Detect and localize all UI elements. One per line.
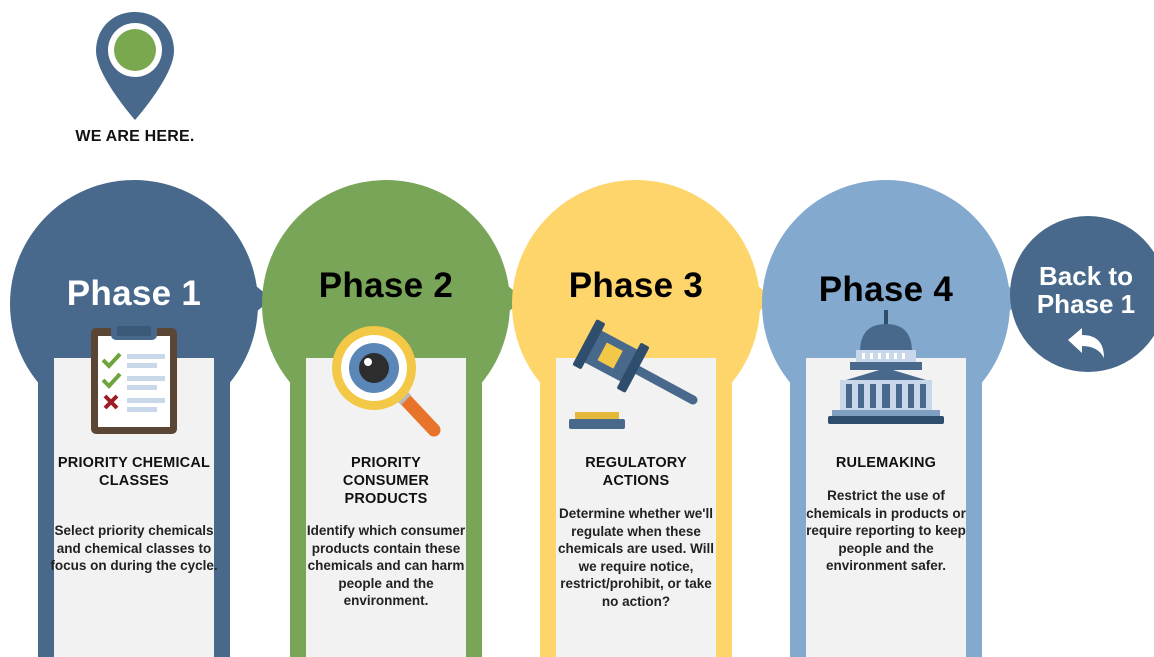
phase-1-title: Phase 1 (66, 274, 202, 313)
map-pin-icon (96, 12, 174, 120)
phase-2-title: Phase 2 (318, 266, 454, 305)
phase-2-panel: Phase 2 PRIORITY CONSUMER PRODUCTS Ident… (262, 180, 524, 657)
gavel-icon (556, 319, 716, 478)
return-arrow-icon (1068, 328, 1104, 358)
phase-1-panel: Phase 1 PRIORITY CHEMICAL CLASSES Select… (10, 180, 272, 657)
phase-2-card (306, 326, 466, 657)
phase-4-panel: Phase 4 RULEMAKING Restrict the use of c… (762, 180, 1024, 657)
phase-3-card (556, 319, 716, 657)
clipboard-checklist-icon (54, 320, 214, 478)
back-to-phase-1-button[interactable]: Back to Phase 1 (1010, 216, 1154, 372)
phase-4-card (806, 310, 966, 657)
phase-2-heading: PRIORITY CONSUMER PRODUCTS (342, 455, 430, 507)
phase-1-description: Select priority chemicals and chemical c… (50, 523, 218, 573)
phase-3-title: Phase 3 (568, 266, 704, 305)
phase-3-heading: REGULATORY ACTIONS (585, 455, 687, 489)
capitol-building-icon (806, 310, 966, 478)
phase-3-panel: Phase 3 REGULATORY ACTIONS Determine whe… (512, 180, 774, 657)
phase-4-description: Restrict the use of chemicals in product… (806, 488, 966, 573)
phase-4-heading: RULEMAKING (835, 455, 937, 471)
location-marker (92, 10, 178, 122)
phase-3-description: Determine whether we'll regulate when th… (558, 506, 714, 609)
phase-4-title: Phase 4 (818, 270, 954, 309)
phase-2-description: Identify which consumer products contain… (306, 523, 466, 608)
magnifying-glass-icon (306, 326, 466, 478)
we-are-here-label: WE ARE HERE. (75, 128, 195, 145)
phase-1-card (54, 320, 214, 657)
back-button-label: Back to Phase 1 (1036, 261, 1136, 319)
phase-1-heading: PRIORITY CHEMICAL CLASSES (57, 455, 211, 489)
